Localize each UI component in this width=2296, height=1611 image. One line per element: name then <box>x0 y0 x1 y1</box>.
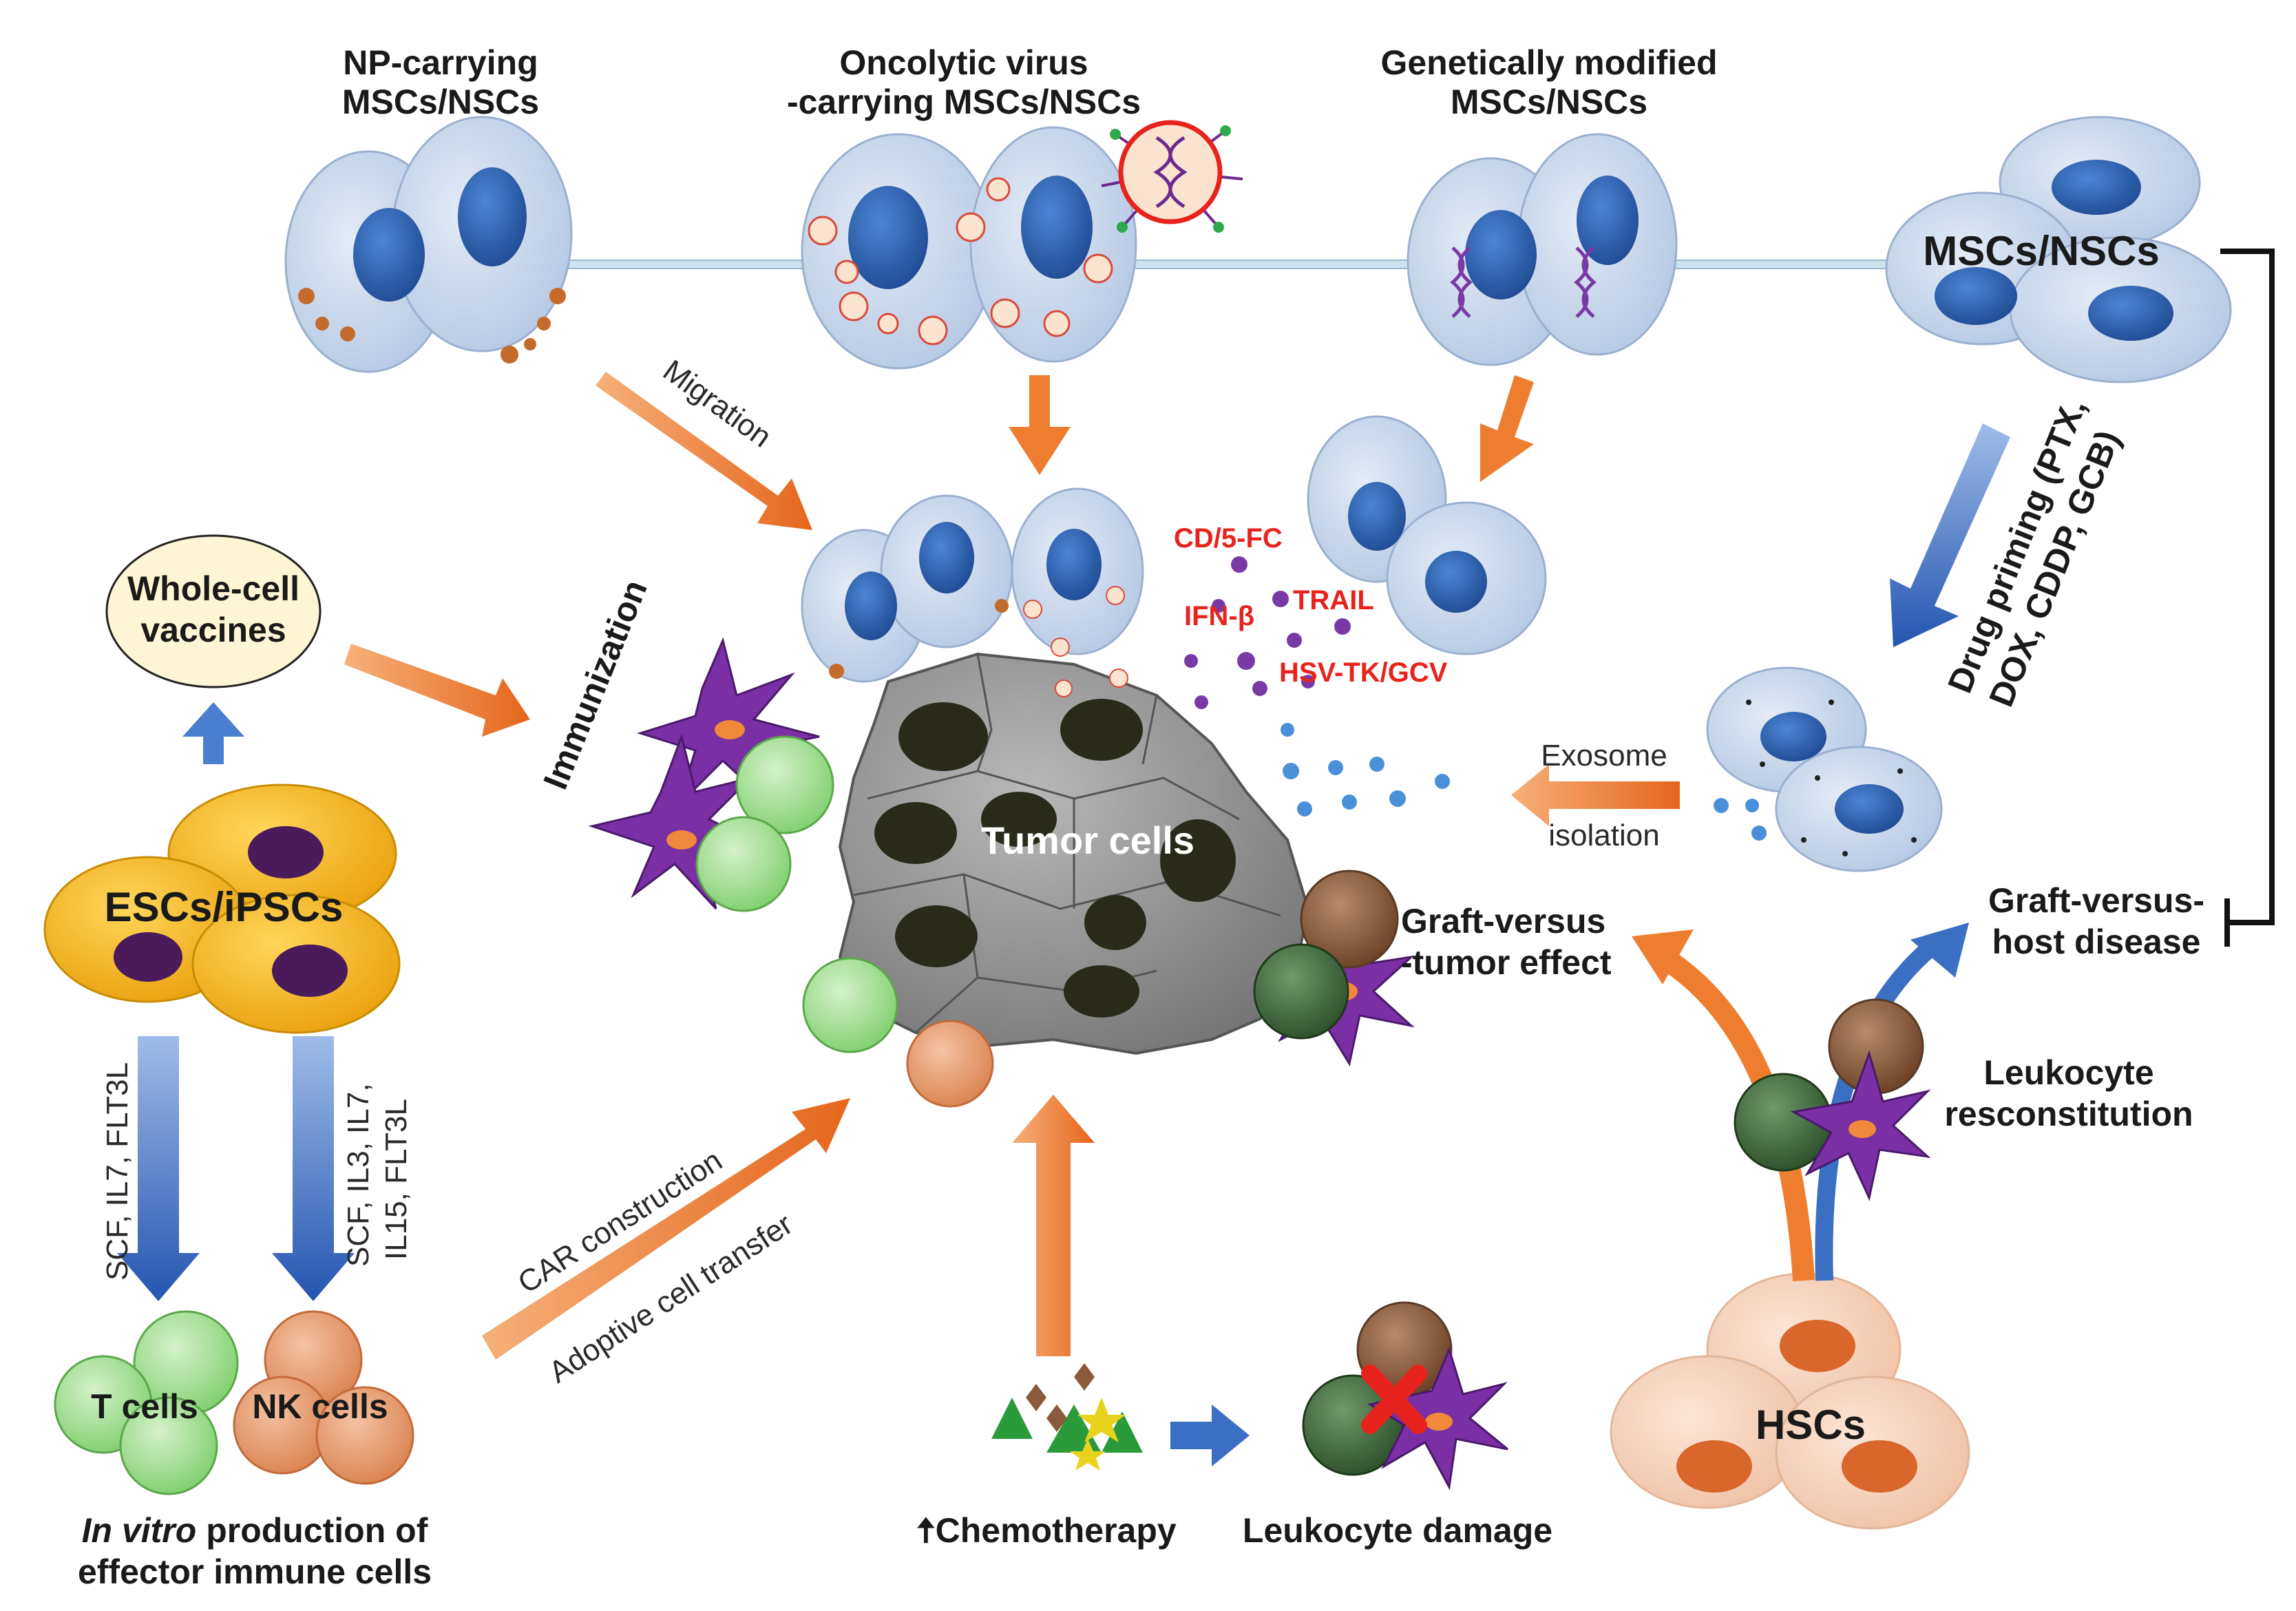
gvh-arrowhead <box>1910 923 1969 978</box>
hsc-label: HSCs <box>1756 1402 1866 1448</box>
gvh-label-line1: Graft-versus- <box>1988 881 2204 920</box>
invitro-rest: production of <box>196 1511 428 1550</box>
exosome-arrow <box>1511 764 1680 826</box>
ov-title-line1: Oncolytic virus <box>839 43 1088 82</box>
reconstituted-leukocytes <box>1734 998 1931 1201</box>
hsc-cluster <box>1610 1272 1970 1530</box>
nk-cell-differentiation-arrow <box>272 1036 355 1301</box>
right-bracket-line <box>2220 249 2275 947</box>
gvt-label-line2: -tumor effect <box>1401 943 1612 982</box>
trail-label: TRAIL <box>1293 585 1374 615</box>
drug-primed-cells <box>1706 666 1943 872</box>
gvt-label-line1: Graft-versus <box>1401 902 1605 940</box>
chemo-up-arrow <box>1012 1095 1095 1356</box>
esc-label: ESCs/iPSCs <box>105 884 344 930</box>
ifnb-label: IFN-β <box>1184 601 1254 631</box>
nk-cells-label: NK cells <box>252 1387 388 1426</box>
gvt-arrowhead <box>1632 929 1694 984</box>
np-carrying-cells <box>284 116 573 373</box>
leukocyte-damage-cells <box>1302 1301 1508 1491</box>
chemo-label-group: 🠅Chemotherapy <box>916 1511 1177 1550</box>
leuko-recon-line1: Leukocyte <box>1983 1053 2153 1092</box>
t-cells-label: T cells <box>91 1387 198 1426</box>
invitro-italic: In vitro <box>82 1511 197 1550</box>
top-connector-line <box>481 260 1997 269</box>
gm-down-arrow <box>1480 375 1534 482</box>
invitro-line2: effector immune cells <box>78 1552 432 1591</box>
tumor-homing-cells <box>801 415 1547 697</box>
chemo-label: Chemotherapy <box>936 1511 1177 1550</box>
chemo-to-damage-arrow <box>1170 1404 1250 1466</box>
np-title-line1: NP-carrying <box>343 43 538 82</box>
drug-priming-arrow <box>1890 423 2010 647</box>
tumor-label: Tumor cells <box>981 819 1194 862</box>
t-cells-group <box>54 1310 239 1495</box>
msc-label: MSCs/NSCs <box>1923 228 2159 274</box>
virus-icon <box>1101 120 1243 233</box>
nk-cells-group <box>233 1310 414 1485</box>
msc-cluster <box>1885 116 2232 383</box>
wcv-label-line2: vaccines <box>140 611 286 649</box>
np-title-line2: MSCs/NSCs <box>342 83 539 121</box>
gvh-label-line2: host disease <box>1992 923 2201 961</box>
leuko-damage-label: Leukocyte damage <box>1243 1511 1552 1550</box>
tumor-mass <box>838 652 1310 1055</box>
immunization-arrow <box>344 644 530 737</box>
isolation-label: isolation <box>1548 819 1659 852</box>
gm-title-line2: MSCs/NSCs <box>1451 83 1647 121</box>
migration-arrow <box>596 372 812 530</box>
nk-factors-line2: IL15, FLT3L <box>379 1099 413 1260</box>
exosome-label: Exosome <box>1541 739 1667 772</box>
t-cell-factors: SCF, IL7, FLT3L <box>101 1062 134 1281</box>
ov-down-arrow <box>1009 375 1071 475</box>
nk-factors-line1: SCF, IL3, IL7, <box>341 1083 375 1267</box>
gm-title-line1: Genetically modified <box>1380 43 1717 82</box>
oncolytic-virus-cells <box>801 126 1137 370</box>
ov-title-line2: -carrying MSCs/NSCs <box>787 83 1141 121</box>
invitro-line1: In vitro production of <box>82 1511 428 1550</box>
t-cell-differentiation-arrow <box>117 1036 200 1301</box>
car-transfer-arrow <box>482 1098 850 1360</box>
lymphocytes-near-tumor <box>695 735 1399 1108</box>
therapeutic-molecules <box>1184 556 1351 709</box>
cd5fc-label: CD/5-FC <box>1174 523 1283 554</box>
damage-x-icon <box>1361 1365 1427 1434</box>
hsvtk-label: HSV-TK/GCV <box>1279 657 1448 688</box>
wcv-label-line1: Whole-cell <box>127 569 299 608</box>
esc-cluster <box>43 783 401 1034</box>
exosome-particles <box>1281 723 1450 817</box>
genetically-modified-cells <box>1407 133 1678 366</box>
esc-to-vaccine-arrow <box>182 702 244 764</box>
whole-cell-vaccine-bubble <box>105 534 322 688</box>
chemo-up-icon: 🠅 <box>916 1511 935 1550</box>
immunization-label: Immunization <box>536 574 655 794</box>
leuko-recon-line2: resconstitution <box>1944 1095 2193 1133</box>
chemo-drugs-icon <box>991 1363 1143 1471</box>
